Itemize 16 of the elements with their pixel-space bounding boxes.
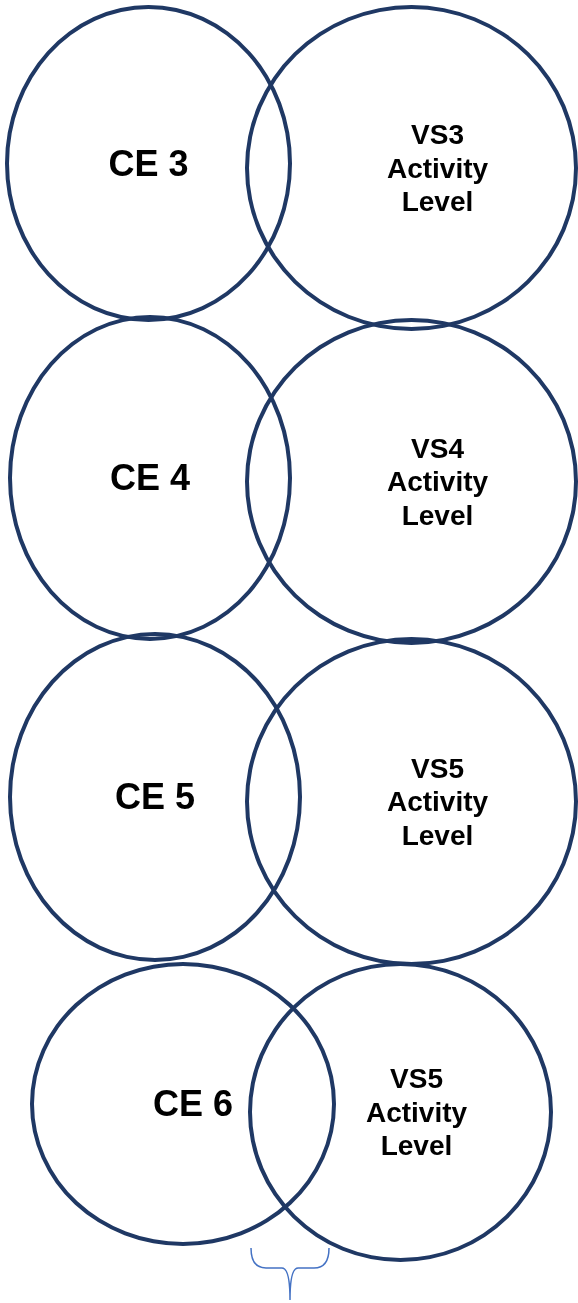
circle-label: VS4 Activity Level: [385, 431, 490, 533]
venn-circle: [30, 962, 336, 1246]
circle-label: CE 5: [113, 775, 196, 819]
venn-circle: [245, 637, 578, 966]
venn-circle: [245, 318, 578, 645]
venn-circle: [8, 632, 302, 962]
venn-circle: [8, 315, 292, 641]
venn-circle: [245, 5, 578, 331]
venn-circle: [5, 5, 292, 322]
circle-label: CE 4: [108, 456, 191, 500]
circle-label: CE 6: [151, 1082, 234, 1126]
circle-label: VS5 Activity Level: [364, 1062, 469, 1163]
venn-circle: [248, 962, 553, 1262]
circle-label: VS5 Activity Level: [385, 751, 490, 853]
circle-label: VS3 Activity Level: [385, 118, 490, 219]
circle-label: CE 3: [107, 141, 190, 185]
